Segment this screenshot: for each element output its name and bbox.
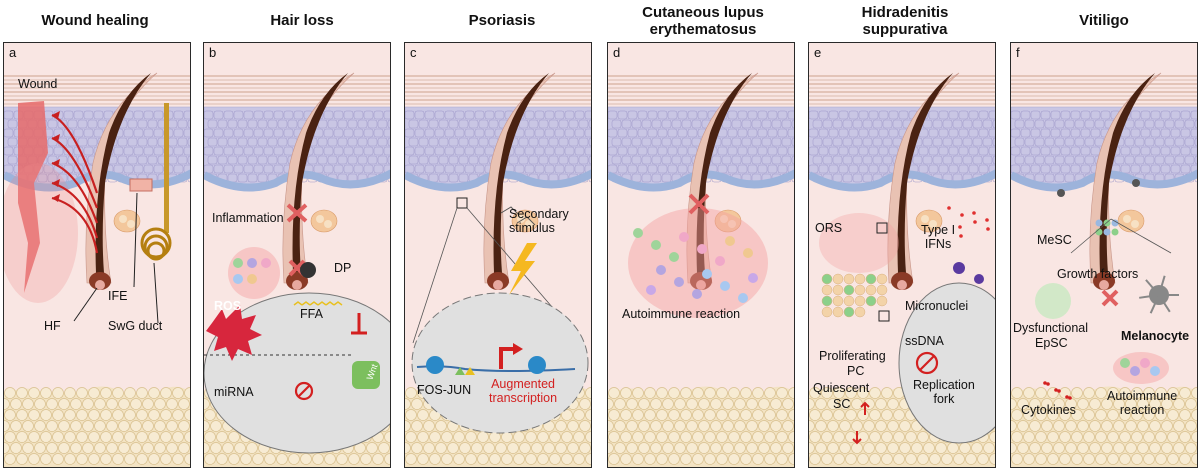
label-secondary: Secondary stimulus xyxy=(509,207,569,235)
label-ife: IFE xyxy=(108,289,128,303)
skin-illustration xyxy=(4,43,190,467)
label-pc: PC xyxy=(847,364,865,378)
label-replication: Replication fork xyxy=(913,378,975,406)
label-epsc: EpSC xyxy=(1035,336,1068,350)
panel-title-e: Hidradenitis suppurativa xyxy=(861,4,949,38)
label-melanocyte: Melanocyte xyxy=(1121,329,1190,343)
label-hf: HF xyxy=(44,319,61,333)
skin-illustration xyxy=(204,43,390,467)
label-ffa: FFA xyxy=(300,307,323,321)
panel-letter: e xyxy=(814,45,822,60)
label-dysfunctional: Dysfunctional xyxy=(1013,321,1089,335)
label-mesc: MeSC xyxy=(1037,233,1072,247)
skin-illustration xyxy=(405,43,591,467)
label-sc: SC xyxy=(833,397,851,411)
label-ros: ROS xyxy=(214,299,242,313)
skin-illustration xyxy=(608,43,794,467)
panel-letter: b xyxy=(209,45,217,60)
panel-letter: d xyxy=(613,45,621,60)
label-dp: DP xyxy=(334,261,352,275)
label-wound: Wound xyxy=(18,77,58,91)
panel-title-d: Cutaneous lupus erythematosus xyxy=(642,4,764,38)
panel-letter: f xyxy=(1016,45,1020,60)
label-micronuclei: Micronuclei xyxy=(905,299,969,313)
label-fosjun: FOS-JUN xyxy=(417,383,472,397)
label-cytokines: Cytokines xyxy=(1021,403,1076,417)
label-mirna: miRNA xyxy=(214,385,254,399)
label-ors: ORS xyxy=(815,221,843,235)
skin-illustration xyxy=(1011,43,1197,467)
panel-title-b: Hair loss xyxy=(270,12,334,29)
label-inflammation: Inflammation xyxy=(212,211,284,225)
label-autoimmune: Autoimmune reaction xyxy=(1107,389,1178,417)
panel-letter: a xyxy=(9,45,17,60)
label-swg: SwG duct xyxy=(108,319,163,333)
label-ssdna: ssDNA xyxy=(905,334,944,348)
label-augmented: Augmented transcription xyxy=(489,377,558,405)
label-growth: Growth factors xyxy=(1057,267,1139,281)
label-autoimmune: Autoimmune reaction xyxy=(622,307,741,321)
skin-illustration xyxy=(809,43,995,467)
label-quiescent: Quiescent xyxy=(813,381,870,395)
label-proliferating: Proliferating xyxy=(819,349,886,363)
panel-title-f: Vitiligo xyxy=(1079,12,1129,29)
panel-title-c: Psoriasis xyxy=(468,12,536,29)
panel-letter: c xyxy=(410,45,417,60)
panel-title-a: Wound healing xyxy=(41,12,149,29)
label-typei: Type I IFNs xyxy=(921,223,956,251)
